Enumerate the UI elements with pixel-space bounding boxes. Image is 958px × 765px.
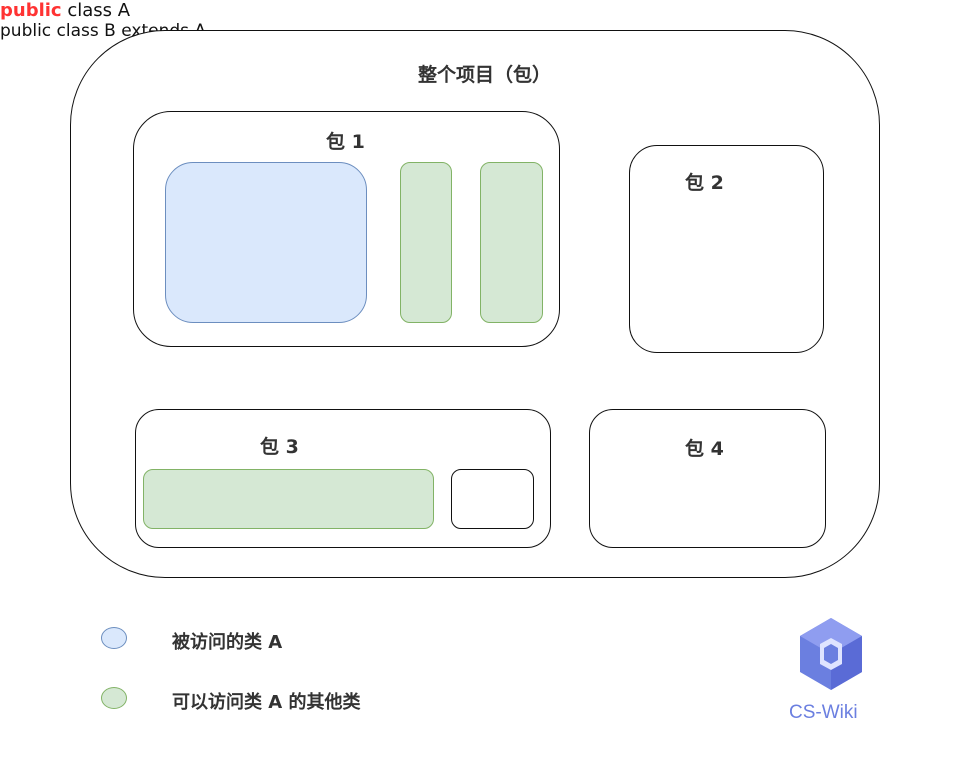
legend-item-accessing-classes: 可以访问类 A 的其他类: [172, 692, 361, 713]
package-1-class-1: [400, 162, 452, 323]
logo-text: CS-Wiki: [789, 702, 858, 723]
package-3-class-2: [451, 469, 534, 529]
package-2-title: 包 2: [685, 172, 724, 194]
legend-blue-swatch: [101, 627, 127, 649]
package-3-title: 包 3: [260, 436, 299, 458]
class-b-box: [143, 469, 434, 529]
package-4: [589, 409, 826, 548]
class-a-label: public class A: [0, 0, 958, 21]
package-2: [629, 145, 824, 353]
package-4-title: 包 4: [685, 438, 724, 460]
public-keyword: public: [0, 0, 62, 21]
package-1-title: 包 1: [326, 131, 365, 153]
legend-green-swatch: [101, 687, 127, 709]
legend-item-accessed-class: 被访问的类 A: [172, 632, 283, 653]
cube-logo-icon: [800, 618, 862, 690]
class-a-box: [165, 162, 367, 323]
project-title: 整个项目（包）: [418, 64, 552, 86]
package-1-class-2: [480, 162, 543, 323]
class-a-rest: class A: [61, 0, 131, 21]
